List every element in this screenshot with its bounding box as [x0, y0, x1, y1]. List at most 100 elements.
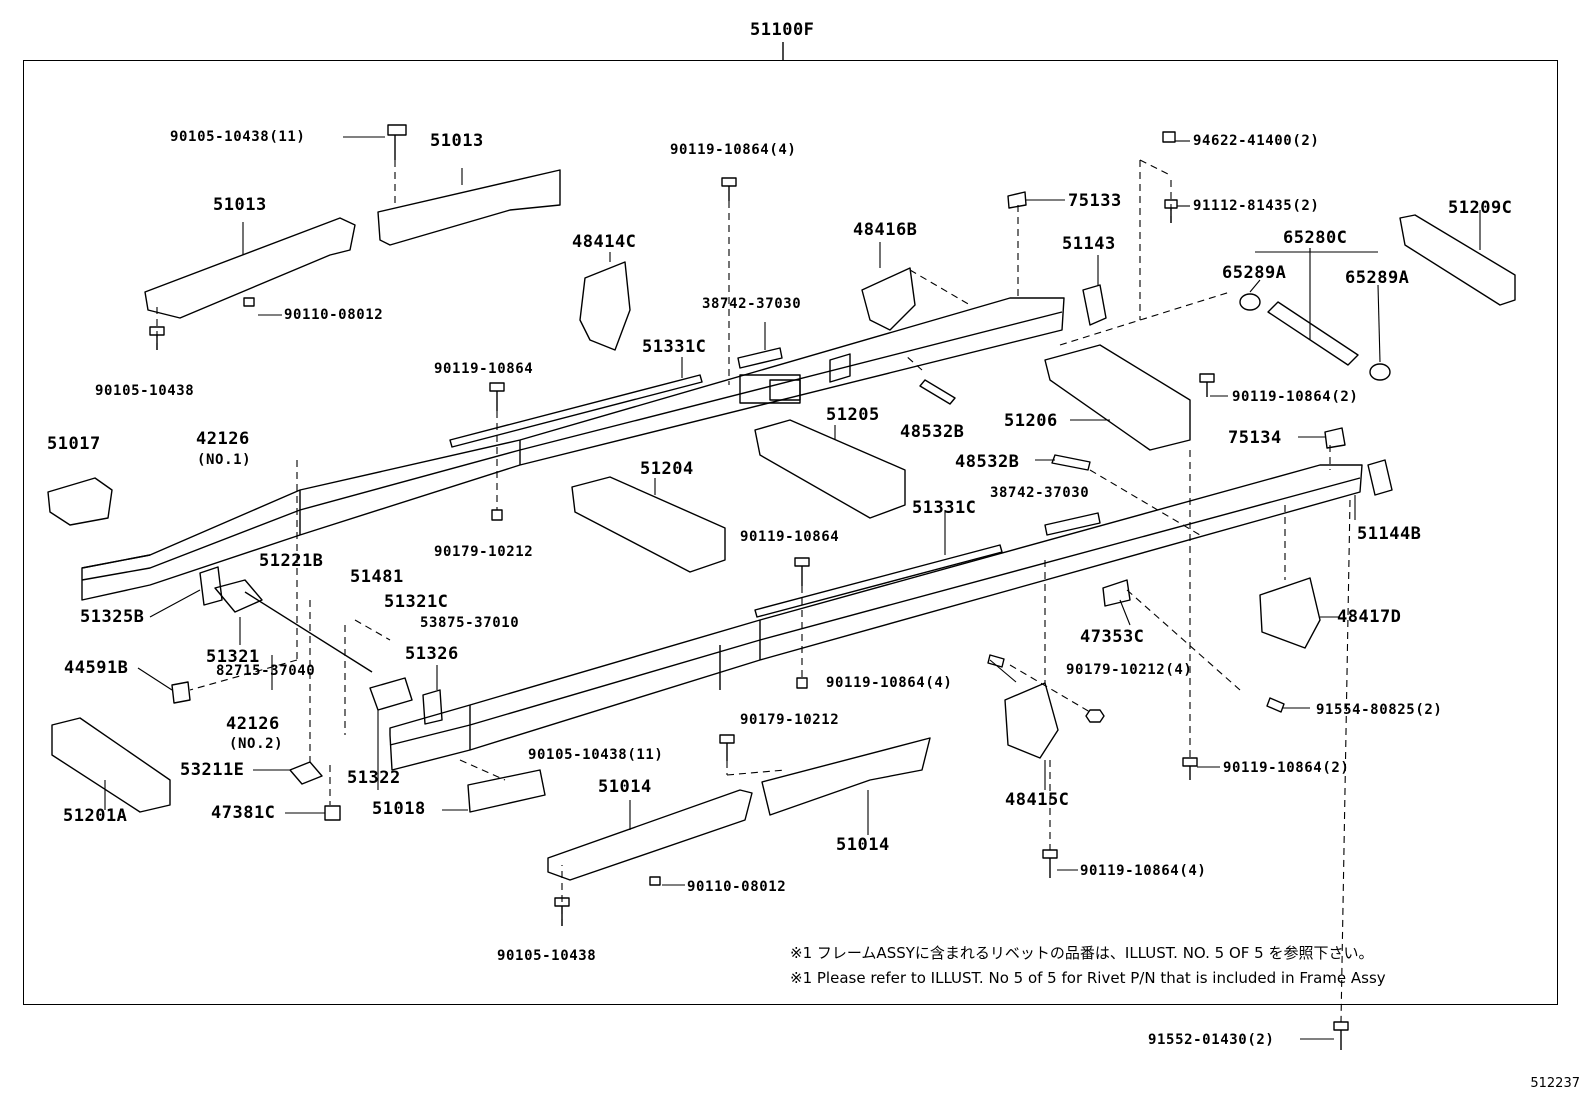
callout-l27[interactable]: 75134 — [1228, 428, 1282, 448]
bracket-75133 — [1007, 191, 1027, 209]
callout-l56[interactable]: 51014 — [598, 777, 652, 797]
callout-l44[interactable]: 44591B — [64, 658, 129, 678]
callout-l08[interactable]: 38742-37030 — [702, 296, 802, 312]
callout-l04[interactable]: 90110-08012 — [284, 307, 384, 323]
callout-l31[interactable]: 51331C — [912, 498, 977, 518]
callout-l54[interactable]: 90105-10438(11) — [528, 747, 664, 763]
callout-l19[interactable]: 51143 — [1062, 234, 1116, 254]
bracket-48417d — [1259, 577, 1321, 649]
callout-l25[interactable]: 48532B — [900, 422, 965, 442]
callout-l50[interactable]: 91554-80825(2) — [1316, 702, 1443, 718]
callout-l41[interactable]: 51326 — [405, 644, 459, 664]
bracket-48416b — [861, 267, 916, 331]
callout-l17[interactable]: 65289A — [1222, 263, 1287, 283]
callout-l09[interactable]: 51331C — [642, 337, 707, 357]
callout-l49[interactable]: (NO.2) — [229, 736, 284, 752]
callout-l64[interactable]: 90105-10438 — [497, 948, 597, 964]
callout-l13[interactable]: 94622-41400(2) — [1193, 133, 1320, 149]
callout-l42[interactable]: 48417D — [1337, 607, 1402, 627]
bracket-47353c — [1102, 579, 1131, 607]
bushing-65289a-left — [1239, 293, 1261, 311]
callout-l62[interactable]: 90119-10864(4) — [1080, 863, 1207, 879]
plate-38742-lower — [1044, 512, 1101, 536]
clip-47381c — [324, 805, 341, 821]
bolts — [149, 124, 1349, 1050]
callout-l37[interactable]: 51325B — [80, 607, 145, 627]
callout-l51[interactable]: 90179-10212 — [740, 712, 840, 728]
arm-51013-upper — [377, 169, 561, 246]
callout-l52[interactable]: 53211E — [180, 760, 245, 780]
bracket-51144b — [1367, 459, 1393, 496]
callout-l16[interactable]: 65280C — [1283, 228, 1348, 248]
callout-l53[interactable]: 51322 — [347, 768, 401, 788]
callout-l28[interactable]: 48532B — [955, 452, 1020, 472]
callout-l57[interactable]: 48415C — [1005, 790, 1070, 810]
callout-l61[interactable]: 51014 — [836, 835, 890, 855]
leader-lines — [104, 136, 1481, 1040]
crossmember-51206 — [1044, 344, 1191, 451]
callout-l33[interactable]: 90119-10864 — [740, 529, 840, 545]
bracket-51322 — [369, 677, 413, 711]
callout-l03[interactable]: 51013 — [213, 195, 267, 215]
arm-51014-upper — [761, 737, 931, 816]
callout-l07[interactable]: 48414C — [572, 232, 637, 252]
callout-l06[interactable]: 90119-10864(4) — [670, 142, 797, 158]
bar-51221b — [244, 591, 373, 673]
callout-l48[interactable]: 42126 — [226, 714, 280, 734]
callout-l35[interactable]: 51221B — [259, 551, 324, 571]
callout-l65[interactable]: 91552-01430(2) — [1148, 1032, 1275, 1048]
callout-l10[interactable]: 90119-10864 — [434, 361, 534, 377]
callout-l45[interactable]: 82715-37040 — [216, 663, 316, 679]
callout-l14[interactable]: 91112-81435(2) — [1193, 198, 1320, 214]
callout-l63[interactable]: 90110-08012 — [687, 879, 787, 895]
bracket-48414c — [579, 261, 631, 351]
callout-l12[interactable]: 75133 — [1068, 191, 1122, 211]
callout-l60[interactable]: 51201A — [63, 806, 128, 826]
callout-l32[interactable]: 90179-10212 — [434, 544, 534, 560]
crossmember-51204 — [571, 476, 726, 573]
callout-l36[interactable]: 51481 — [350, 567, 404, 587]
bushing-65289a-right — [1369, 363, 1391, 381]
tube-65280c — [1267, 301, 1359, 366]
bracket-75134 — [1324, 427, 1346, 449]
callout-l05[interactable]: 90105-10438 — [95, 383, 195, 399]
callout-l20[interactable]: 90119-10864(2) — [1232, 389, 1359, 405]
callout-l18[interactable]: 65289A — [1345, 268, 1410, 288]
callout-l58[interactable]: 47381C — [211, 803, 276, 823]
callout-l55[interactable]: 90119-10864(2) — [1223, 760, 1350, 776]
callout-l02[interactable]: 51013 — [430, 131, 484, 151]
callout-l59[interactable]: 51018 — [372, 799, 426, 819]
callout-l21[interactable]: 51017 — [47, 434, 101, 454]
callout-l24[interactable]: 51205 — [826, 405, 880, 425]
bracket-51326 — [422, 689, 443, 725]
assembly-part-number: 51100F — [750, 20, 815, 40]
callout-l39[interactable]: 53875-37010 — [420, 615, 520, 631]
bracket-51018 — [467, 769, 546, 813]
pin-48532b-upper — [919, 379, 956, 405]
group-bracket-65280c — [1255, 248, 1378, 253]
plate-38742-upper — [737, 347, 783, 369]
callout-l29[interactable]: 51204 — [640, 459, 694, 479]
callout-l01[interactable]: 90105-10438(11) — [170, 129, 306, 145]
callout-l30[interactable]: 38742-37030 — [990, 485, 1090, 501]
arm-51014-lower — [547, 789, 753, 881]
left-side-rail — [81, 297, 1065, 601]
rivet-strip-upper — [449, 374, 703, 448]
diagram-frame — [23, 60, 1558, 1005]
callout-l40[interactable]: 51321 — [206, 647, 260, 667]
callout-l26[interactable]: 51206 — [1004, 411, 1058, 431]
bracket-51325b — [199, 566, 223, 606]
callout-l34[interactable]: 51144B — [1357, 524, 1422, 544]
clip-44591b — [171, 681, 191, 704]
callout-l15[interactable]: 51209C — [1448, 198, 1513, 218]
callout-l46[interactable]: 90119-10864(4) — [826, 675, 953, 691]
callout-l11[interactable]: 48416B — [853, 220, 918, 240]
callout-l43[interactable]: 47353C — [1080, 627, 1145, 647]
callout-l23[interactable]: (NO.1) — [197, 452, 252, 468]
bracket-51321 — [214, 579, 263, 613]
rivet-strip-lower — [754, 544, 1003, 618]
callout-l38[interactable]: 51321C — [384, 592, 449, 612]
crossmember-51205 — [754, 419, 906, 519]
callout-l47[interactable]: 90179-10212(4) — [1066, 662, 1193, 678]
callout-l22[interactable]: 42126 — [196, 429, 250, 449]
